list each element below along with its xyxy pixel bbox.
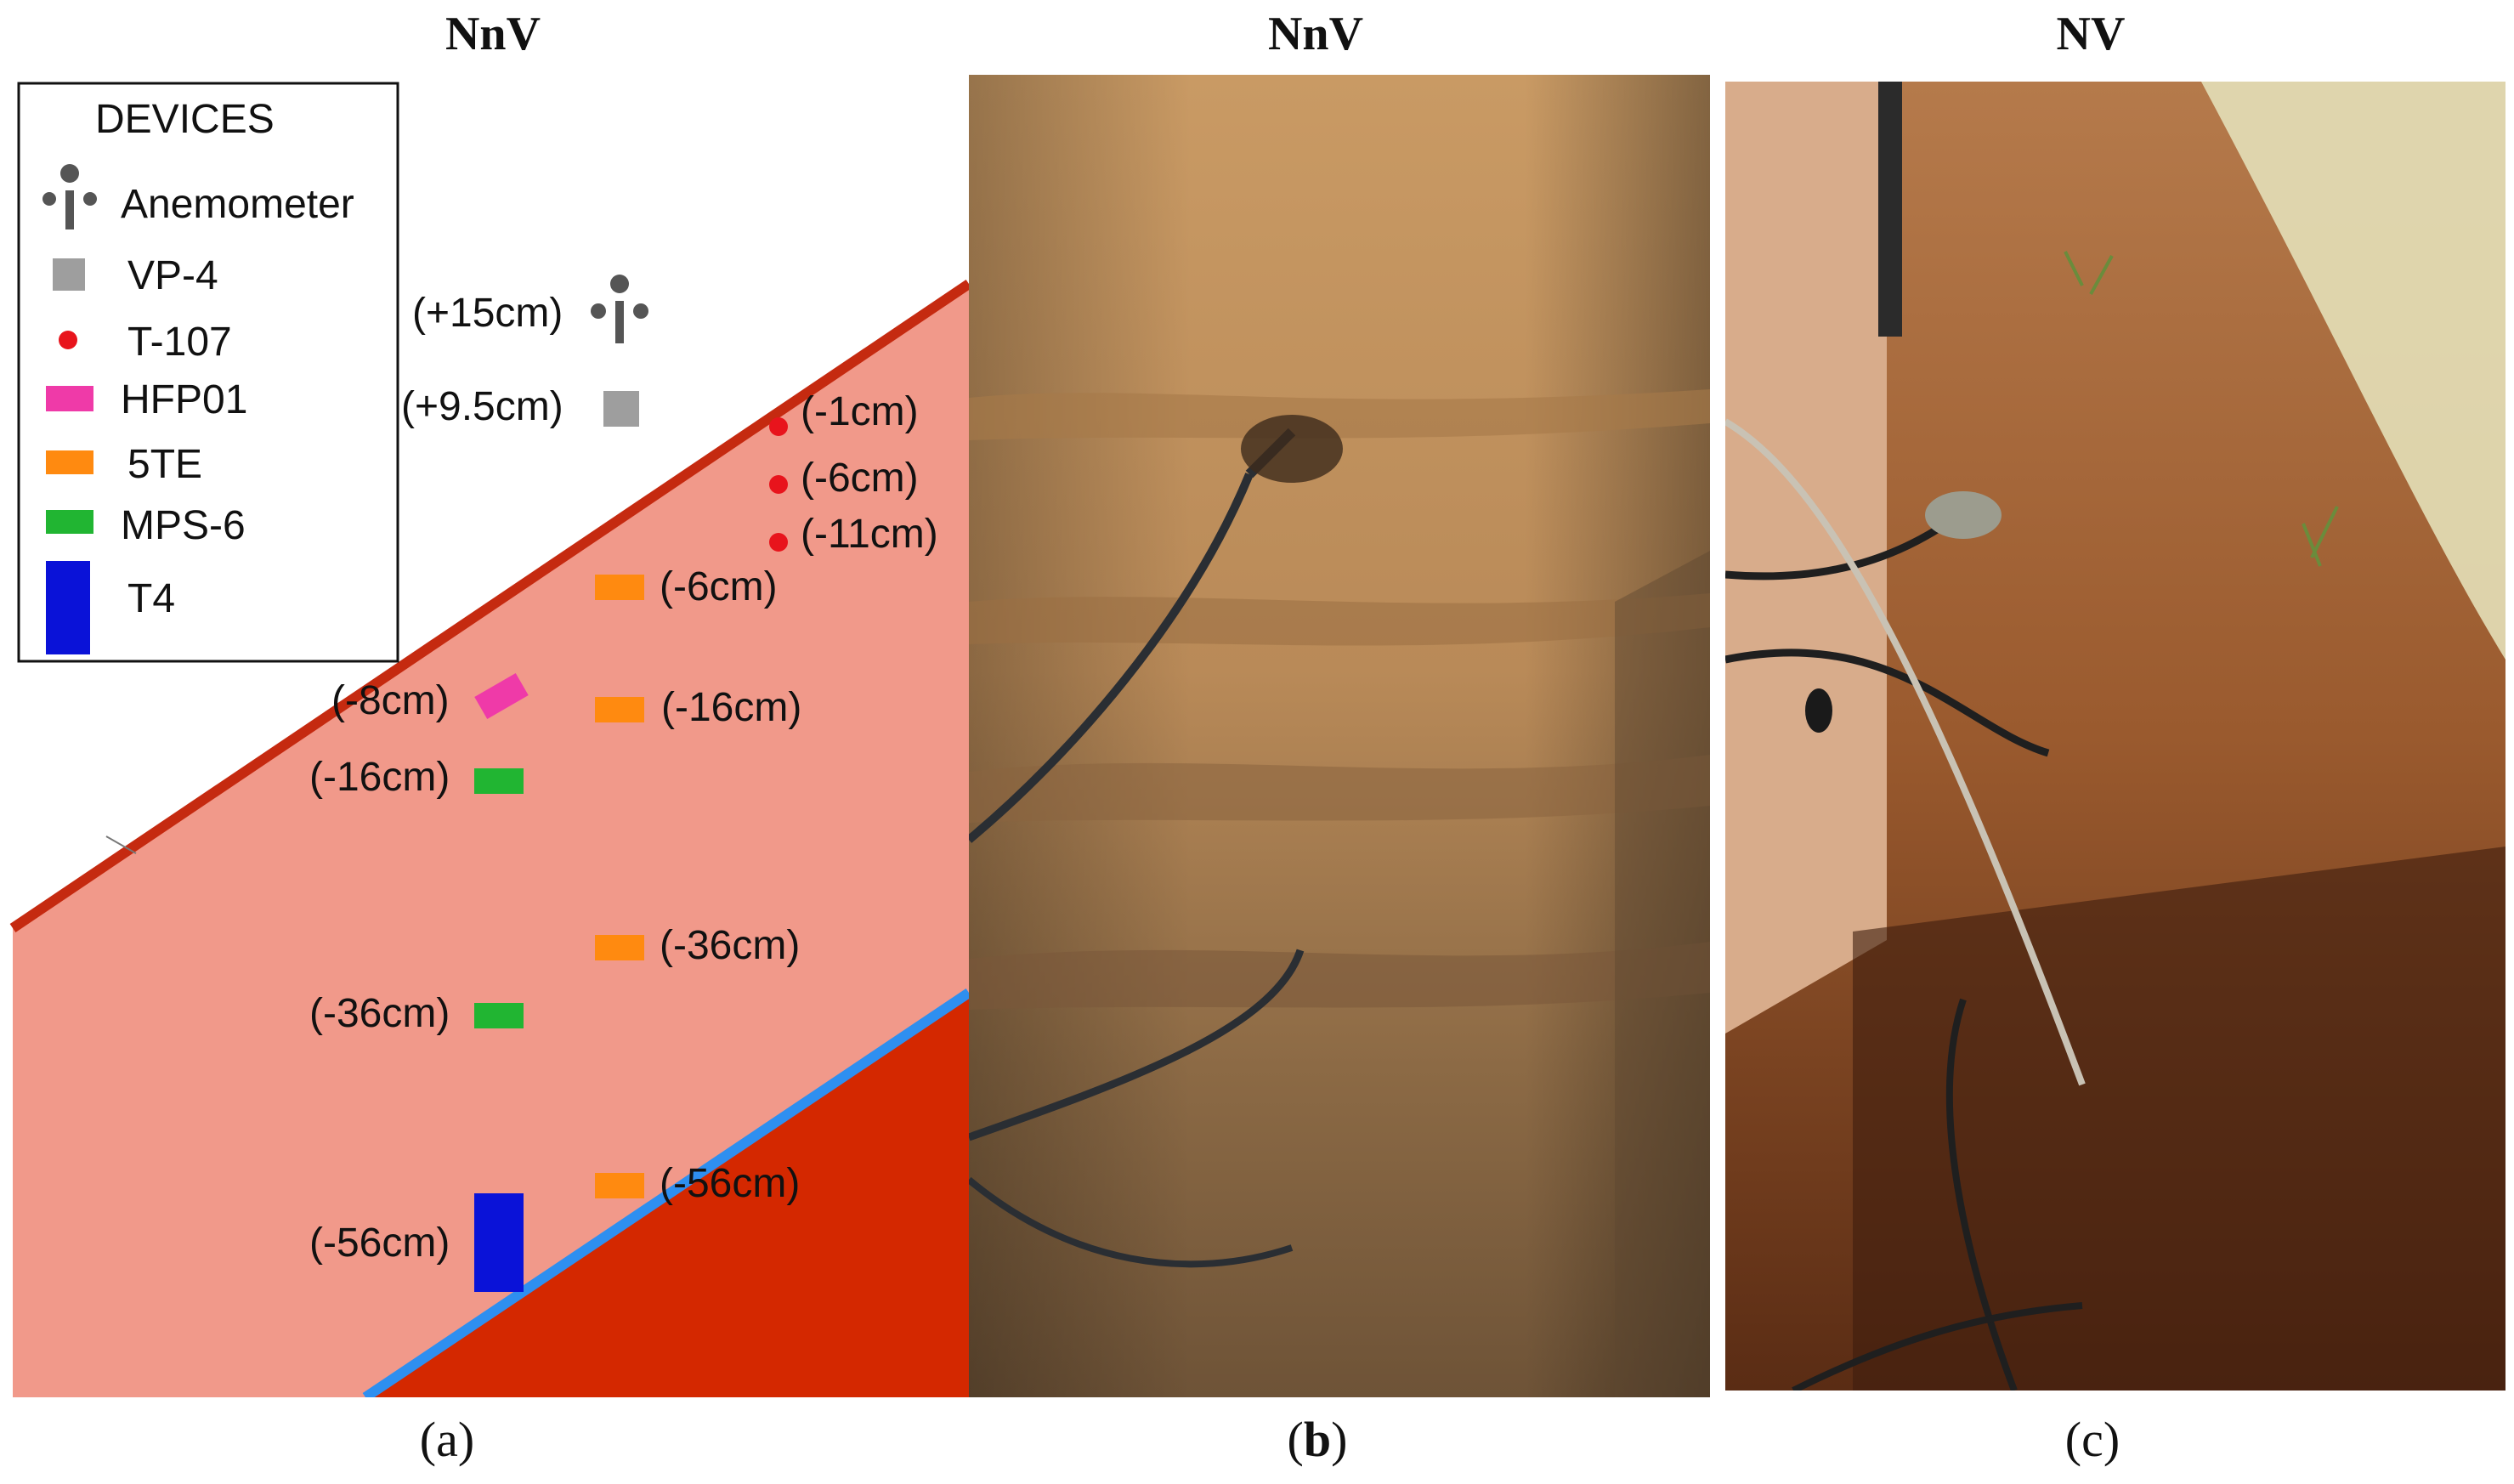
- anemometer-icon: [42, 164, 97, 229]
- mps6-sensor-2: [474, 1003, 524, 1028]
- 5te-sensor-3: [595, 935, 644, 960]
- hfp01-label: (-8cm): [331, 678, 450, 723]
- legend-title: DEVICES: [95, 97, 275, 142]
- legend-label-t107: T-107: [127, 320, 232, 365]
- 5te-sensor-2: [595, 697, 644, 722]
- vp4-sensor: [603, 391, 639, 427]
- 5te-label-2: (-16cm): [661, 685, 801, 730]
- legend-label-mps6: MPS-6: [121, 503, 246, 548]
- mps6-label-2: (-36cm): [309, 991, 450, 1036]
- t107-dot-icon: [59, 331, 77, 349]
- panel-b-photo: [969, 75, 1710, 1397]
- t4-sensor: [474, 1193, 524, 1292]
- t107-sensor-2: [769, 475, 788, 494]
- panel-b-caption: (b): [1287, 1412, 1348, 1467]
- 5te-label-3: (-36cm): [660, 923, 800, 968]
- slope-tick: [105, 835, 137, 854]
- t4-label: (-56cm): [309, 1221, 450, 1266]
- soil-pit-photo-icon: [969, 75, 1710, 1397]
- legend-label-hfp01: HFP01: [121, 377, 247, 422]
- 5te-sensor-4: [595, 1173, 644, 1198]
- t107-sensor-1: [769, 417, 788, 436]
- t107-label-3: (-11cm): [801, 512, 938, 557]
- t107-label-1: (-1cm): [801, 389, 919, 434]
- t107-label-2: (-6cm): [801, 456, 919, 501]
- panel-a-title: NnV: [444, 8, 541, 60]
- anemometer-icon-diagram: [591, 275, 648, 343]
- 5te-sensor-1: [595, 575, 644, 600]
- legend-label-t4: T4: [127, 576, 175, 621]
- soil-body: [13, 284, 969, 1397]
- panel-b-title: NnV: [1267, 8, 1364, 60]
- legend-label-anemometer: Anemometer: [121, 182, 354, 227]
- t107-sensor-3: [769, 533, 788, 552]
- hfp01-sensor: [474, 673, 529, 719]
- ground-surface-line: [9, 280, 969, 932]
- vp4-square-icon: [53, 258, 85, 291]
- sensor-layout-diagram: DEVICES Anemometer VP-4 T-107 HFP01 5TE …: [0, 71, 969, 1397]
- panel-a-caption: (a): [419, 1412, 475, 1467]
- anemometer-height-label: (+15cm): [412, 291, 563, 336]
- mps6-rect-icon: [46, 510, 93, 534]
- legend: DEVICES Anemometer VP-4 T-107 HFP01 5TE …: [17, 82, 399, 663]
- mps6-label-1: (-16cm): [309, 755, 450, 800]
- t4-tall-rect-icon: [46, 561, 90, 654]
- panel-c-caption: (c): [2064, 1412, 2120, 1467]
- vp4-height-label: (+9.5cm): [401, 384, 563, 429]
- 5te-label-4: (-56cm): [660, 1161, 800, 1206]
- 5te-label-1: (-6cm): [660, 564, 778, 609]
- legend-label-5te: 5TE: [127, 442, 202, 487]
- panel-c-title: NV: [2056, 8, 2126, 60]
- 5te-rect-icon: [46, 450, 93, 474]
- mps6-sensor-1: [474, 768, 524, 794]
- legend-label-vp4: VP-4: [127, 253, 218, 298]
- layer-boundary-line: [362, 988, 969, 1397]
- panel-c-photo: [1725, 82, 2506, 1391]
- soil-pit-vegetated-photo-icon: [1725, 82, 2506, 1391]
- hfp01-rect-icon: [46, 386, 93, 411]
